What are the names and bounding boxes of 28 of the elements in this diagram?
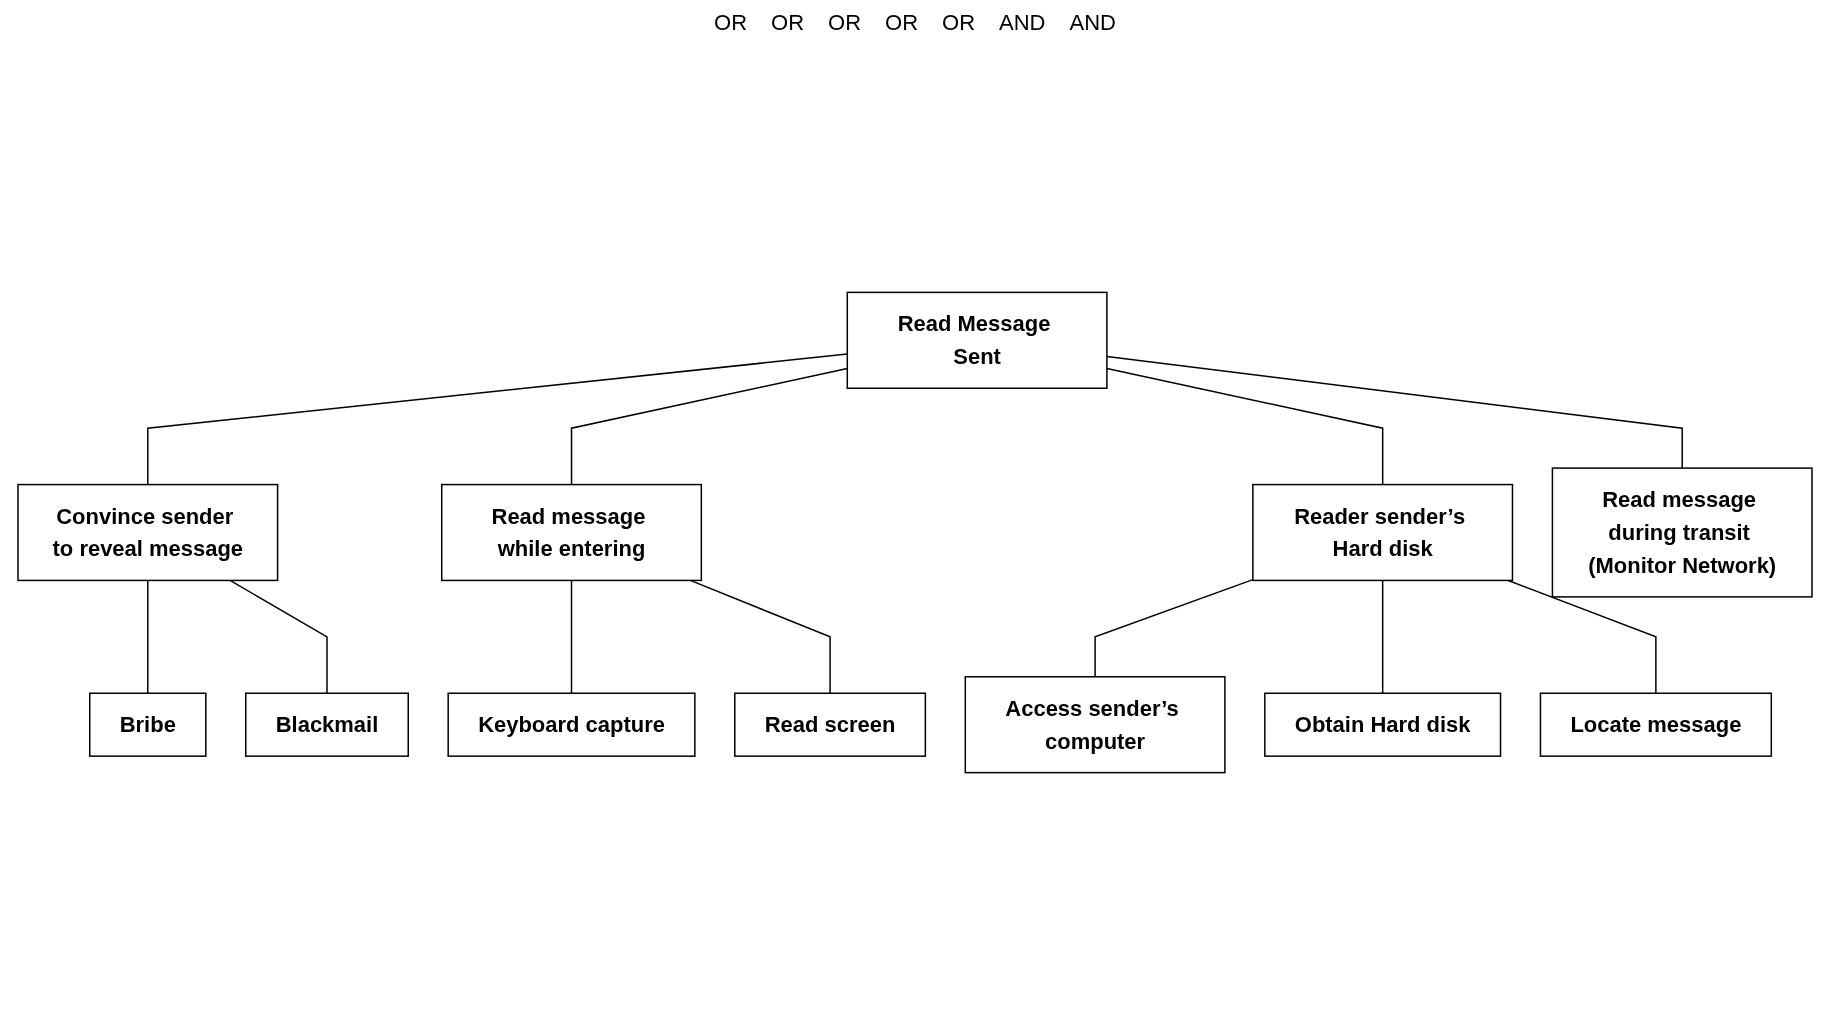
node-box: Locate message <box>1539 692 1773 757</box>
node-box: Read screen <box>734 692 927 757</box>
connector <box>1507 579 1657 694</box>
node-box: Access sender’s computer <box>964 676 1226 774</box>
node-box: Reader sender’s Hard disk <box>1252 483 1514 582</box>
connector <box>689 579 831 694</box>
node-box: Read message while entering <box>440 483 703 582</box>
gate-label: OR <box>885 10 919 36</box>
gate-label: OR <box>828 10 862 36</box>
node-box: Read Message Sent <box>846 291 1108 389</box>
connector <box>570 579 573 694</box>
connector <box>1106 355 1683 469</box>
node-box: Convince sender to reveal message <box>17 483 279 582</box>
connector <box>229 579 328 694</box>
node-box: Keyboard capture <box>447 692 696 757</box>
connector <box>1094 578 1254 678</box>
connector <box>1381 579 1384 694</box>
connector <box>147 579 149 694</box>
gate-label: OR <box>771 10 805 36</box>
connector <box>1106 367 1384 486</box>
node-box: Bribe <box>89 692 207 757</box>
node-box: Read message during transit (Monitor Network) <box>1551 467 1813 598</box>
node-box: Blackmail <box>245 692 409 757</box>
gate-label: OR <box>714 10 748 36</box>
gate-label: OR <box>942 10 976 36</box>
node-box: Obtain Hard disk <box>1264 692 1502 757</box>
gate-label: AND <box>999 10 1046 36</box>
gate-label: AND <box>1069 10 1116 36</box>
